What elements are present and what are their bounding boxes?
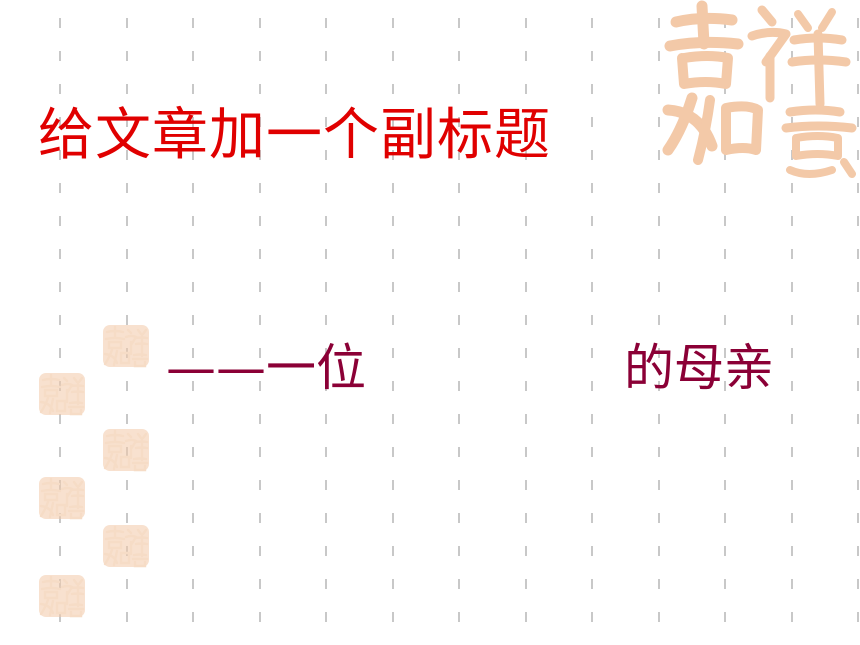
subtitle-part-2: 的母亲 <box>624 339 774 397</box>
slide-title: 给文章加一个副标题 <box>38 103 551 168</box>
small-auspicious-seal-icon <box>38 476 86 520</box>
small-auspicious-seal-icon <box>102 324 150 368</box>
auspicious-calligraphy-seal-icon <box>662 0 857 178</box>
small-auspicious-seal-icon <box>38 372 86 416</box>
small-auspicious-seal-icon <box>102 524 150 568</box>
subtitle-part-1: ——一位 <box>166 339 366 397</box>
small-auspicious-seal-icon <box>102 428 150 472</box>
small-auspicious-seal-icon <box>38 574 86 618</box>
